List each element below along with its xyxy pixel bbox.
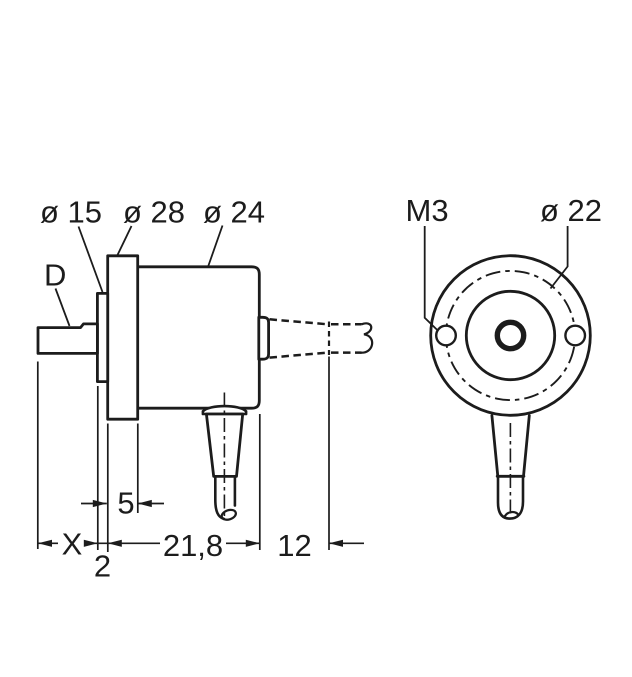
dim-flange-width: 5: [117, 486, 134, 521]
side-view: D ø 15 ø 28 ø 24 X 2 5 21,8 12: [36, 195, 374, 584]
mating-connector-dashed: [269, 318, 374, 359]
leader-housing-diameter: [207, 225, 224, 267]
label-flange-diameter: ø 28: [123, 195, 185, 230]
label-collar-diameter: ø 15: [40, 195, 102, 230]
extension-lines: [36, 356, 330, 552]
dim-connector-length: 12: [277, 528, 311, 563]
leader-shaft-diameter: [54, 288, 71, 327]
cable-front: [490, 414, 531, 520]
mounting-hole-left: [435, 324, 458, 347]
bolt-circle-dashed: [444, 269, 577, 402]
dim-shaft-length: X: [62, 527, 83, 562]
cable-gland-cap: [201, 404, 248, 416]
dim-collar-width: 2: [94, 549, 111, 584]
mounting-flange: [106, 254, 140, 421]
dimension-lines: [38, 499, 364, 547]
leader-bolt-circle: [549, 226, 569, 290]
leader-lines-front: [423, 226, 569, 332]
break-line: [360, 322, 374, 354]
collar-circle: [464, 289, 557, 382]
label-shaft-diameter: D: [44, 258, 66, 293]
label-mounting-thread: M3: [406, 193, 449, 228]
leader-mounting-thread: [423, 226, 439, 332]
dim-housing-depth: 21,8: [163, 528, 223, 563]
cable-side: [214, 475, 237, 521]
leader-lines-side: [54, 225, 224, 327]
cable-end: [220, 508, 237, 521]
label-housing-diameter: ø 24: [203, 195, 265, 230]
leader-collar-diameter: [77, 226, 104, 293]
shaft: [36, 322, 99, 355]
mounting-hole-right: [564, 324, 587, 347]
label-bolt-circle-diameter: ø 22: [540, 193, 602, 228]
leader-flange-diameter: [116, 225, 133, 256]
housing-body: [135, 265, 261, 410]
centering-collar: [96, 291, 110, 383]
front-view: M3 ø 22: [406, 193, 602, 520]
shaft-circle: [494, 319, 527, 352]
connector-stub: [257, 315, 270, 361]
